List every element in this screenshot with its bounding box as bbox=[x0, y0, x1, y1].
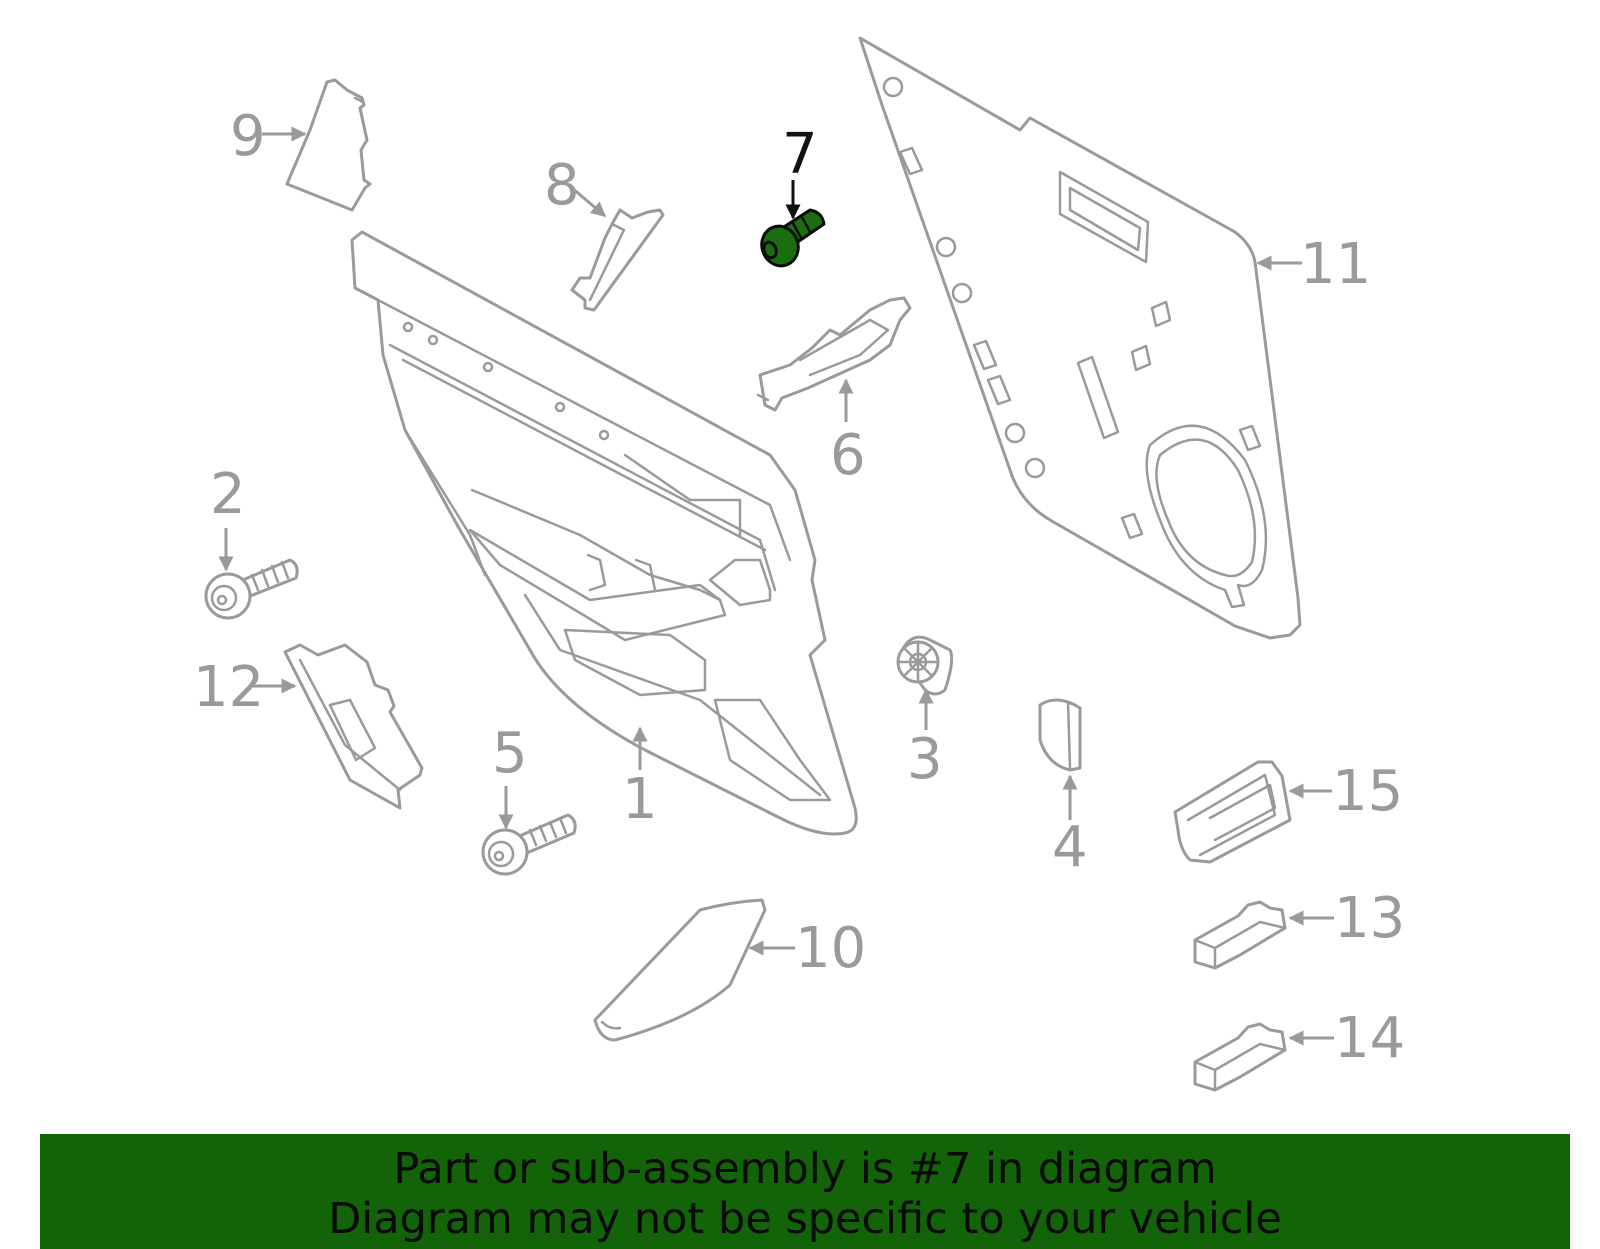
part-12-switch-bezel[interactable] bbox=[283, 643, 424, 810]
part-1-trim-panel[interactable] bbox=[350, 230, 858, 836]
part-14-clip[interactable] bbox=[1193, 1022, 1287, 1092]
banner-line-2: Diagram may not be specific to your vehi… bbox=[328, 1194, 1282, 1244]
callout-5: 5 bbox=[492, 721, 528, 786]
callout-3: 3 bbox=[907, 727, 943, 792]
part-15-switch[interactable] bbox=[1173, 760, 1292, 864]
part-6-handle-bracket[interactable] bbox=[756, 296, 912, 412]
callout-1: 1 bbox=[622, 767, 658, 832]
callout-13: 13 bbox=[1334, 886, 1405, 951]
part-9-corner-trim[interactable] bbox=[285, 78, 372, 212]
part-7-screw-highlighted[interactable] bbox=[756, 208, 826, 271]
callout-11: 11 bbox=[1300, 232, 1371, 297]
callout-14: 14 bbox=[1334, 1006, 1405, 1071]
callout-9: 9 bbox=[230, 104, 266, 169]
info-banner: Part or sub-assembly is #7 in diagram Di… bbox=[40, 1134, 1570, 1249]
callout-6: 6 bbox=[830, 423, 866, 488]
callout-12: 12 bbox=[193, 655, 264, 720]
part-2-screw[interactable] bbox=[204, 558, 299, 620]
callout-15: 15 bbox=[1332, 759, 1403, 824]
callout-7: 7 bbox=[782, 122, 818, 187]
callout-8: 8 bbox=[544, 153, 580, 218]
part-8-bracket[interactable] bbox=[570, 208, 665, 312]
part-4-cap[interactable] bbox=[1038, 698, 1082, 772]
callout-2: 2 bbox=[210, 462, 246, 527]
callout-arrows bbox=[218, 126, 1334, 1046]
part-3-speaker[interactable] bbox=[896, 635, 954, 696]
callout-10: 10 bbox=[795, 916, 866, 981]
part-5-screw[interactable] bbox=[481, 813, 577, 876]
part-11-inner-panel[interactable] bbox=[858, 36, 1302, 640]
callout-labels: 9 8 7 11 6 2 12 1 3 4 5 15 13 14 10 bbox=[193, 104, 1405, 1071]
callout-4: 4 bbox=[1052, 815, 1088, 880]
banner-line-1: Part or sub-assembly is #7 in diagram bbox=[393, 1144, 1217, 1194]
part-13-clip[interactable] bbox=[1193, 900, 1287, 970]
part-10-trim-piece[interactable] bbox=[593, 898, 767, 1042]
